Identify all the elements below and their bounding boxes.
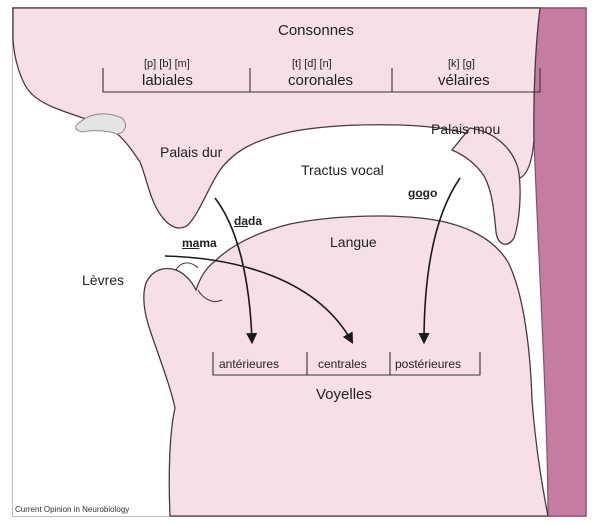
velar-label: vélaires [438,72,490,89]
word-mama-rest: ma [199,236,216,250]
labial-label: labiales [142,72,193,89]
vocal-tract-label: Tractus vocal [301,162,384,178]
coronal-label: coronales [288,72,353,89]
word-mama: mama [182,236,217,250]
vowel-back-label: postérieures [395,357,461,371]
vowels-heading: Voyelles [316,386,372,403]
word-gogo-stressed: go [408,186,423,200]
vowel-central-label: centrales [318,357,367,371]
word-dada: dada [234,214,262,228]
figure-credit: Current Opinion in Neurobiology [15,505,129,514]
coronal-phonemes: [t] [d] [n] [292,58,332,70]
labial-phonemes: [p] [b] [m] [144,58,190,70]
lip-corner-line [176,263,198,270]
word-gogo: gogo [408,186,437,200]
hard-palate-label: Palais dur [160,144,222,160]
word-dada-stressed: da [234,214,248,228]
word-mama-stressed: ma [182,236,199,250]
soft-palate-label: Palais mou [431,121,500,137]
throat-wall [534,8,586,516]
word-dada-rest: da [248,214,262,228]
vowel-front-label: antérieures [219,357,279,371]
consonants-heading: Consonnes [278,22,354,39]
velar-phonemes: [k] [g] [448,58,475,70]
word-gogo-rest: go [423,186,438,200]
lips-label: Lèvres [82,272,124,288]
tongue-label: Langue [330,234,377,250]
